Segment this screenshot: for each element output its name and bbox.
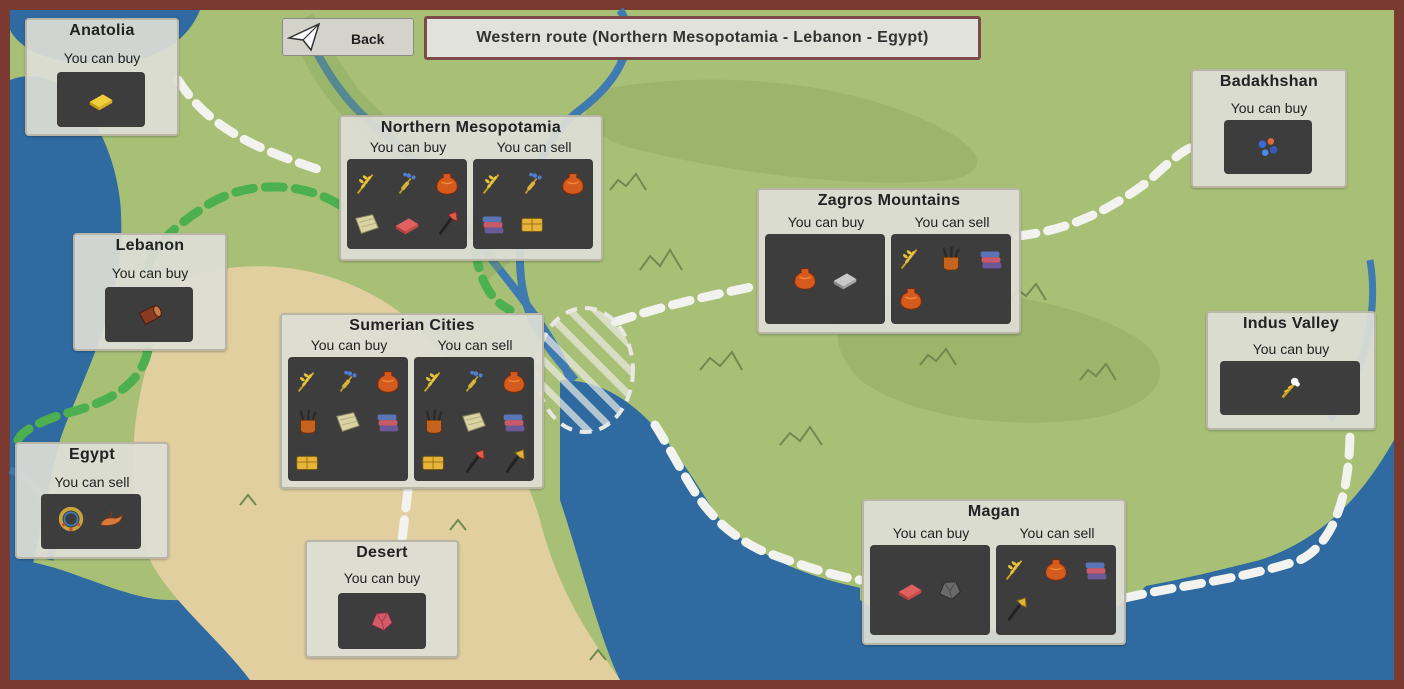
- wheat-icon: [297, 372, 315, 392]
- region-name: Sumerian Cities: [349, 317, 475, 334]
- region-name: Anatolia: [69, 22, 135, 39]
- buy-slot: [338, 593, 426, 649]
- tin-ingot-icon: [833, 273, 857, 290]
- sell-slot: [891, 234, 1011, 324]
- pottery-jar-icon: [436, 173, 458, 195]
- region-panel-zagros-mountains[interactable]: Zagros Mountains You can buy You can sel…: [757, 188, 1021, 334]
- fabric-bolts-icon: [503, 414, 525, 432]
- pottery-jar-icon: [503, 371, 525, 393]
- bitumen-pot-icon: [299, 409, 317, 434]
- buy-slot: [57, 72, 145, 127]
- textile-cloth-icon: [462, 412, 486, 432]
- region-name: Egypt: [69, 446, 115, 463]
- region-name: Magan: [967, 503, 1021, 520]
- red-stone-icon: [371, 612, 393, 631]
- region-panel-magan[interactable]: Magan You can buy You can sell: [862, 499, 1126, 645]
- flax-icon: [524, 172, 542, 194]
- sell-slot: [996, 545, 1116, 635]
- pottery-jar-icon: [1045, 559, 1067, 581]
- bitumen-pot-icon: [942, 246, 960, 271]
- buy-slot: [870, 545, 990, 635]
- textile-cloth-icon: [355, 214, 379, 234]
- copper-ingot-icon: [395, 218, 419, 235]
- copper-ingot-icon: [898, 584, 922, 601]
- fabric-bolts-icon: [980, 251, 1002, 269]
- oil-lamp-icon: [100, 510, 123, 527]
- buy-label: You can buy: [787, 214, 865, 230]
- paper-plane-back-icon: [287, 22, 321, 52]
- buy-label: You can buy: [1230, 100, 1308, 116]
- bitumen-pot-icon: [425, 409, 443, 434]
- sell-label: You can sell: [914, 214, 990, 230]
- fabric-bolts-icon: [1085, 562, 1107, 580]
- region-name: Desert: [356, 544, 408, 561]
- region-name: Indus Valley: [1242, 315, 1340, 332]
- buy-label: You can buy: [343, 570, 421, 586]
- region-panel-indus-valley[interactable]: Indus Valley You can buy: [1206, 311, 1376, 430]
- region-panel-northern-mesopotamia[interactable]: Northern Mesopotamia You can buy You can…: [339, 115, 603, 261]
- region-panel-egypt[interactable]: Egypt You can sell: [15, 442, 169, 559]
- sell-label: You can sell: [437, 337, 513, 353]
- buy-slot: [1220, 361, 1360, 415]
- flax-icon: [339, 370, 357, 392]
- grain-sacks-icon: [521, 217, 543, 232]
- wheat-icon: [356, 174, 374, 194]
- copper-axe-icon: [438, 211, 458, 236]
- bronze-axe-icon: [505, 449, 525, 474]
- sell-slot: [473, 159, 593, 249]
- sell-label: You can sell: [496, 139, 572, 155]
- buy-label: You can buy: [892, 525, 970, 541]
- back-button-label: Back: [351, 31, 385, 47]
- sell-label: You can sell: [1019, 525, 1095, 541]
- flax-icon: [398, 172, 416, 194]
- buy-label: You can buy: [111, 265, 189, 281]
- buy-slot: [765, 234, 885, 324]
- pottery-jar-icon: [900, 288, 922, 310]
- buy-slot: [105, 287, 193, 342]
- buy-label: You can buy: [63, 50, 141, 66]
- buy-slot: [288, 357, 408, 481]
- pottery-jar-icon: [562, 173, 584, 195]
- bronze-axe-icon: [1007, 597, 1027, 622]
- buy-slot: [347, 159, 467, 249]
- route-title: Western route (Northern Mesopotamia - Le…: [424, 16, 981, 60]
- buy-label: You can buy: [310, 337, 388, 353]
- copper-axe-icon: [465, 449, 485, 474]
- region-panel-badakhshan[interactable]: Badakhshan You can buy: [1191, 69, 1347, 188]
- grain-sacks-icon: [296, 455, 318, 470]
- region-panel-anatolia[interactable]: Anatolia You can buy: [25, 18, 179, 136]
- region-panel-lebanon[interactable]: Lebanon You can buy: [73, 233, 227, 351]
- sell-label: You can sell: [54, 474, 130, 490]
- jewelry-collar-icon: [58, 506, 84, 532]
- sell-slot: [41, 494, 141, 549]
- region-panel-desert[interactable]: Desert You can buy: [305, 540, 459, 658]
- wheat-icon: [1005, 560, 1023, 580]
- buy-label: You can buy: [369, 139, 447, 155]
- region-name: Zagros Mountains: [817, 192, 961, 209]
- region-name: Badakhshan: [1219, 73, 1319, 90]
- cotton-icon: [1281, 377, 1300, 399]
- textile-cloth-icon: [336, 412, 360, 432]
- stone-ore-icon: [939, 581, 961, 600]
- buy-label: You can buy: [1252, 341, 1330, 357]
- fabric-bolts-icon: [377, 414, 399, 432]
- pottery-jar-icon: [794, 268, 816, 290]
- sell-slot: [414, 357, 534, 481]
- pottery-jar-icon: [377, 371, 399, 393]
- gold-ingot-icon: [89, 93, 113, 110]
- timber-log-icon: [138, 304, 162, 325]
- fabric-bolts-icon: [482, 216, 504, 234]
- buy-slot: [1224, 120, 1312, 174]
- region-name: Lebanon: [115, 237, 185, 254]
- flax-icon: [465, 370, 483, 392]
- region-name: Northern Mesopotamia: [380, 119, 562, 136]
- wheat-icon: [900, 249, 918, 269]
- lapis-gems-icon: [1258, 138, 1278, 156]
- back-button[interactable]: Back: [282, 18, 414, 56]
- wheat-icon: [423, 372, 441, 392]
- grain-sacks-icon: [422, 455, 444, 470]
- wheat-icon: [482, 174, 500, 194]
- region-panel-sumerian-cities[interactable]: Sumerian Cities You can buy You can sell: [280, 313, 544, 489]
